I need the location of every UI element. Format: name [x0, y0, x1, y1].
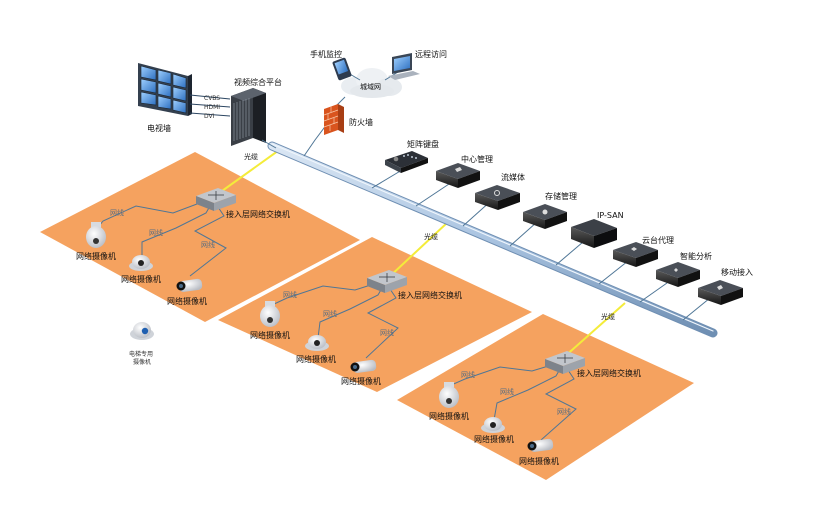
- zone-2-wire-label-3: 网线: [380, 329, 394, 337]
- intelligent-analysis-label: 智能分析: [680, 252, 712, 261]
- fiber-label-2: 光缆: [424, 233, 438, 241]
- ptz-proxy-label: 云台代理: [642, 236, 674, 245]
- center-management-server-icon: [436, 163, 480, 188]
- mobile-phone-icon: [332, 57, 352, 81]
- elevator-camera-icon: [130, 322, 154, 340]
- storage-management-server-icon: [523, 204, 567, 229]
- zone-2-wire-label-2: 网线: [323, 310, 337, 318]
- zone-1-area: [40, 152, 360, 322]
- fiber-link-3: [562, 302, 626, 359]
- video-platform-label: 视频综合平台: [234, 78, 282, 87]
- zone-3-switch-icon: [545, 351, 585, 374]
- zone-1-wire-label-3: 网线: [201, 241, 215, 249]
- zone-1-camera-label-2: 网络摄像机: [121, 275, 161, 284]
- storage-management-label: 存储管理: [545, 192, 577, 201]
- mobile-monitor-label: 手机监控: [310, 50, 342, 59]
- zone-3-wire-label-2: 网线: [500, 388, 514, 396]
- center-management-label: 中心管理: [461, 155, 493, 164]
- zone-1-camera-label-3: 网络摄像机: [167, 297, 207, 306]
- zone-2-wire-label-1: 网线: [283, 291, 297, 299]
- video-wall-label: 电视墙: [147, 124, 171, 133]
- port-label-dvi: DVI: [204, 113, 215, 120]
- zone-1-dome-camera: [129, 255, 153, 271]
- zone-3-switch-label: 接入层网络交换机: [577, 369, 641, 378]
- streaming-server-icon: [475, 185, 520, 210]
- matrix-keyboard-icon: [385, 151, 428, 173]
- ip-san-label: IP-SAN: [597, 211, 624, 220]
- zone-1-wire-label-2: 网线: [149, 229, 163, 237]
- port-label-cvbs: CVBS: [204, 95, 221, 102]
- zone-2-dome-camera: [305, 335, 329, 351]
- zone-2-area: [218, 237, 532, 392]
- elevator-camera-label-line1: 电梯专用: [129, 351, 154, 358]
- zone-1-switch-label: 接入层网络交换机: [226, 210, 290, 219]
- zone-2-camera-label-3: 网络摄像机: [341, 377, 381, 386]
- zone-2-speed-dome-camera: [260, 301, 280, 327]
- zone-3-camera-label-1: 网络摄像机: [429, 412, 469, 421]
- zone-3-bullet-camera: [527, 438, 554, 452]
- zone-2-switch-label: 接入层网络交换机: [398, 291, 462, 300]
- zone-2-camera-label-2: 网络摄像机: [296, 355, 336, 364]
- zone-3-dome-camera: [481, 417, 505, 433]
- port-label-hdmi: HDMI: [204, 104, 221, 111]
- fiber-label-1: 光缆: [244, 153, 258, 161]
- firewall-icon: [323, 104, 344, 135]
- elevator-camera-label-line2: 摄像机: [133, 359, 152, 366]
- ip-san-storage-icon: [571, 219, 617, 248]
- fiber-link-1: [214, 147, 283, 197]
- zone-3-camera-label-3: 网络摄像机: [519, 457, 559, 466]
- zone-3-camera-label-2: 网络摄像机: [474, 435, 514, 444]
- video-platform-chassis-icon: [231, 88, 266, 146]
- video-wall-icon: [138, 63, 192, 116]
- zone-3-wire-label-3: 网线: [557, 408, 571, 416]
- zone-3-speed-dome-camera: [439, 382, 459, 408]
- zone-2-camera-label-1: 网络摄像机: [250, 331, 290, 340]
- zone-3-wire-label-1: 网线: [461, 371, 475, 379]
- streaming-label: 流媒体: [501, 173, 525, 182]
- laptop-icon: [388, 53, 420, 80]
- wan-label: 城域网: [360, 83, 381, 91]
- mobile-access-server-icon: [698, 280, 743, 305]
- zone-2-switch-icon: [367, 270, 407, 293]
- fiber-link-2: [387, 221, 449, 279]
- zone-3-area: [397, 314, 694, 480]
- zone-1-speed-dome-camera: [86, 222, 106, 248]
- zone-1-switch-icon: [196, 188, 236, 211]
- firewall-label: 防火墙: [349, 118, 373, 127]
- zone-1-camera-label-1: 网络摄像机: [76, 252, 116, 261]
- matrix-keyboard-label: 矩阵键盘: [407, 140, 439, 149]
- zone-3-wiring: [448, 363, 577, 441]
- intelligent-analysis-server-icon: [656, 262, 700, 287]
- zone-1-bullet-camera: [176, 278, 203, 292]
- wan-cloud: [341, 68, 402, 98]
- mobile-access-label: 移动接入: [721, 268, 753, 277]
- remote-access-label: 远程访问: [415, 50, 447, 59]
- zone-1-wire-label-1: 网线: [110, 209, 124, 217]
- zone-2-bullet-camera: [350, 359, 377, 373]
- ptz-proxy-server-icon: [613, 242, 658, 267]
- zone-2-wiring: [271, 282, 399, 359]
- fiber-label-3: 光缆: [601, 313, 615, 321]
